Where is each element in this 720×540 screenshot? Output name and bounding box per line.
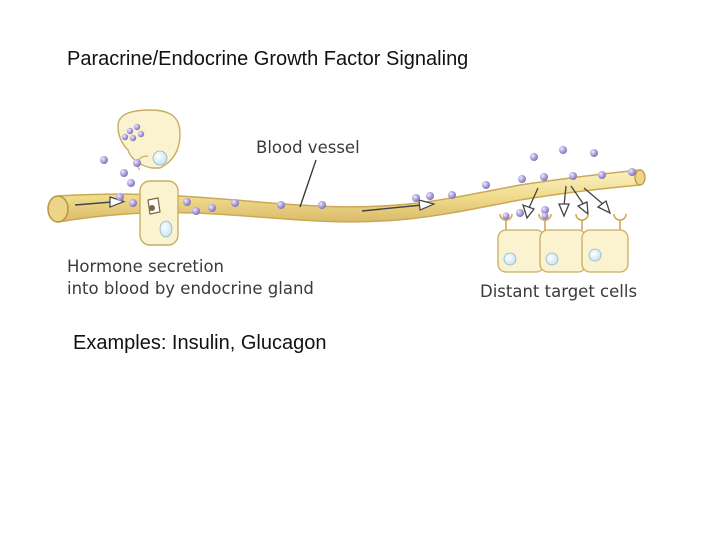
blood-vessel-pointer	[299, 159, 317, 208]
flow-arrow-right	[361, 199, 436, 212]
hormone-molecules	[100, 146, 636, 217]
examples-text: Examples: Insulin, Glucagon	[73, 332, 327, 354]
blood-vessel	[47, 169, 646, 223]
receptor-bound-hormones	[502, 212, 549, 220]
hormone-secretion-label-line2: into blood by endocrine gland	[67, 279, 314, 298]
target-cells-label: Distant target cells	[480, 282, 638, 301]
blood-vessel-label: Blood vessel	[256, 138, 360, 157]
hormone-secretion-label-line1: Hormone secretion	[67, 257, 225, 276]
target-arrows	[521, 185, 612, 220]
endocrine-gland	[117, 109, 181, 246]
slide-title: Paracrine/Endocrine Growth Factor Signal…	[67, 48, 469, 70]
receptors	[499, 213, 627, 230]
target-cells	[497, 229, 629, 273]
